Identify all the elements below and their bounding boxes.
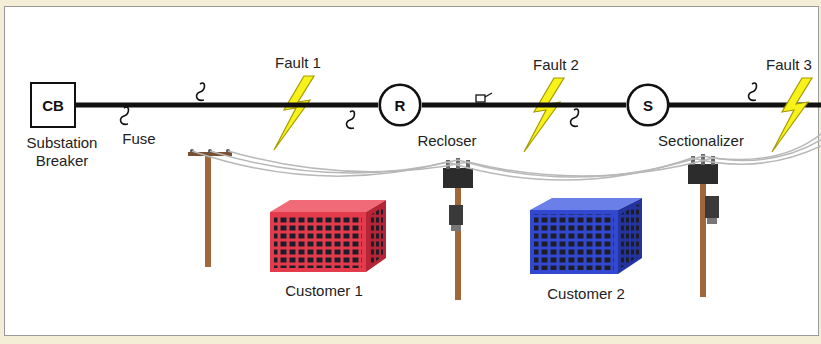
customer-label: Customer 2 bbox=[547, 285, 625, 303]
device-label: Substation Breaker bbox=[17, 134, 107, 170]
node-text: CB bbox=[42, 97, 64, 114]
fault-bolt bbox=[772, 78, 812, 152]
squiggle bbox=[749, 83, 757, 100]
recloser-circle: R bbox=[378, 83, 422, 127]
fault-bolt bbox=[274, 76, 314, 150]
node-text: R bbox=[395, 97, 406, 114]
device-label: Recloser bbox=[417, 132, 476, 150]
fault-label: Fault 1 bbox=[275, 54, 321, 72]
customer-building bbox=[270, 200, 386, 272]
pole bbox=[443, 158, 473, 300]
fault-label: Fault 2 bbox=[533, 56, 579, 74]
feeder-line bbox=[422, 103, 626, 108]
switch-symbol bbox=[476, 93, 492, 102]
fuse-symbol bbox=[121, 107, 129, 124]
node-text: S bbox=[643, 97, 653, 114]
customer-building bbox=[530, 198, 642, 274]
sectionalizer-circle: S bbox=[626, 83, 670, 127]
squiggle bbox=[571, 109, 579, 126]
device-label: Sectionalizer bbox=[658, 132, 744, 150]
customer-label: Customer 1 bbox=[285, 282, 363, 300]
squiggle bbox=[197, 83, 205, 100]
fault-label: Fault 3 bbox=[766, 56, 812, 74]
squiggle bbox=[347, 111, 355, 128]
pole bbox=[188, 149, 232, 267]
feeder-line bbox=[76, 103, 378, 108]
pole bbox=[688, 154, 719, 297]
fault-bolt bbox=[524, 78, 564, 152]
breaker-box: CB bbox=[30, 82, 76, 128]
device-label: Fuse bbox=[122, 130, 155, 148]
